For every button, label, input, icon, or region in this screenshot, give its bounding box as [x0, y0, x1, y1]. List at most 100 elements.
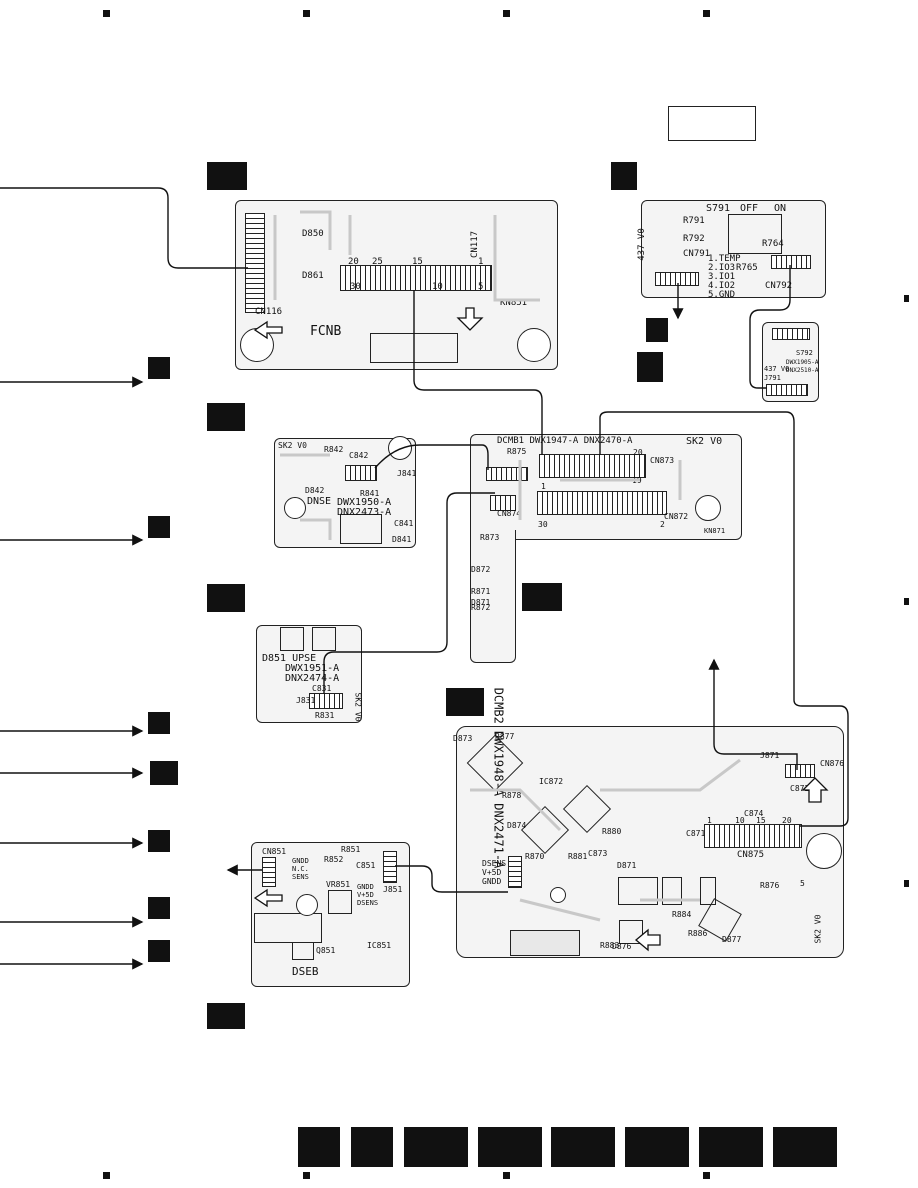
dcmb1-board: [470, 434, 742, 540]
cn874-connector: [490, 495, 516, 511]
cn116-connector: [245, 213, 265, 313]
dcmb2-signal: V+5D: [482, 868, 502, 877]
dcmb2-signal: GNDD: [482, 877, 502, 886]
flow-arrow: [456, 307, 484, 331]
index-block: [351, 1127, 393, 1167]
dcmb2-outline: [700, 877, 716, 905]
dcmb2-part: R884: [672, 910, 692, 919]
edge-mark: [904, 880, 909, 887]
dseb-part: Q851: [316, 946, 336, 955]
dcmb2-part: C872: [790, 784, 810, 793]
wire-upse-dcmb1: [323, 492, 495, 694]
section-tag: [207, 1003, 245, 1029]
edge-mark: [904, 598, 909, 605]
cn875-connector: [704, 824, 802, 848]
vr851: [328, 890, 352, 914]
j791-label: J791: [764, 374, 781, 382]
switch-pin: 3.IO1: [708, 272, 736, 282]
dnse-part: D842: [305, 486, 325, 495]
cn791-connector: [655, 272, 699, 286]
dseb-pin: V+5D: [357, 891, 374, 899]
dcmb2-part: IC872: [539, 777, 564, 786]
dcmb1-part: R875: [507, 447, 527, 456]
dcmb1-part: R873: [480, 533, 500, 542]
dcmb2-outline: [510, 930, 580, 956]
index-block: [478, 1127, 542, 1167]
switch-part: R791: [683, 216, 705, 226]
dcmb2-part: C874: [744, 809, 764, 818]
section-tag: [148, 830, 170, 852]
cn116-label: CN116: [255, 307, 283, 317]
fcnb-pin: 10: [432, 282, 443, 292]
fcnb-pin: 5: [478, 282, 484, 292]
dnse-part: C842: [349, 451, 369, 460]
mount-hole: [388, 436, 412, 460]
upse-part: R831: [315, 711, 335, 720]
dcmb1-part: D872: [471, 565, 491, 574]
fcnb-name: FCNB: [310, 324, 342, 339]
switch-pin: 5.GND: [708, 290, 736, 300]
section-tag: [637, 352, 663, 382]
dcmb2-part: C871: [686, 829, 706, 838]
index-block: [298, 1127, 340, 1167]
dnse-part: R842: [324, 445, 344, 454]
section-tag: [148, 897, 170, 919]
dcmb1-pin: 30: [538, 520, 548, 529]
dseb-part: CN851: [262, 847, 287, 856]
section-tag: [148, 516, 170, 538]
upse-id: DWX1951-A: [285, 663, 340, 674]
fcnb-pin: 20: [348, 257, 359, 267]
dcmb2-part: R877: [495, 732, 515, 741]
dcmb2-part: D874: [507, 821, 527, 830]
upse-part: C831: [312, 684, 332, 693]
section-tag: [148, 357, 170, 379]
registration-mark: [103, 1172, 110, 1179]
registration-mark: [703, 10, 710, 17]
dcmb1-part: D871: [471, 598, 491, 607]
registration-mark: [703, 1172, 710, 1179]
section-tag: [611, 162, 637, 190]
dseb-pin: N.C.: [292, 865, 309, 873]
registration-mark: [503, 10, 510, 17]
index-block: [625, 1127, 689, 1167]
s792-id: DNX2510-A: [786, 367, 819, 374]
dnse-part: R841: [360, 489, 380, 498]
dcmb2-part: R878: [502, 791, 522, 800]
j841-connector: [345, 465, 377, 481]
wire-fcnb-dcmb1: [413, 290, 543, 455]
switch-part: R764: [762, 239, 784, 249]
upse-sensor: [312, 627, 336, 651]
dseb-pin: GNDD: [292, 857, 309, 865]
dcmb2-signal: DSENS: [482, 859, 507, 868]
j831-connector: [309, 693, 343, 709]
s791-switch: [728, 214, 782, 254]
cn873-connector: [508, 856, 522, 888]
dnse-part: C841: [394, 519, 414, 528]
dseb-part: VR851: [326, 880, 351, 889]
switch-pin: 2.IO3: [708, 263, 736, 273]
dcmb2-part: R870: [525, 852, 545, 861]
dseb-pin: SENS: [292, 873, 309, 881]
dcmb2-pin: 20: [782, 816, 792, 825]
dcmb2-outline: [662, 877, 682, 905]
dseb-part: R851: [341, 845, 361, 854]
title-box: [668, 106, 756, 141]
mount-hole: [695, 495, 721, 521]
dcmb2-part: R881: [568, 852, 588, 861]
dseb-part: R852: [324, 855, 344, 864]
fcnb-pin: 1: [478, 257, 484, 267]
registration-mark: [503, 1172, 510, 1179]
mount-hole: [296, 894, 318, 916]
section-tag: [150, 761, 178, 785]
r875-connector: [486, 467, 528, 481]
registration-mark: [103, 10, 110, 17]
dnse-part: D841: [392, 535, 412, 544]
index-block: [773, 1127, 837, 1167]
fcnb-part: KN851: [500, 298, 528, 308]
dnse-outline: [340, 514, 382, 544]
switch-part: R765: [736, 263, 758, 273]
dcmb2-part: CN875: [737, 850, 765, 860]
wire-dnse-dcmb1: [374, 444, 489, 470]
cn851-connector: [262, 857, 276, 887]
fcnb-part: D861: [302, 271, 324, 281]
